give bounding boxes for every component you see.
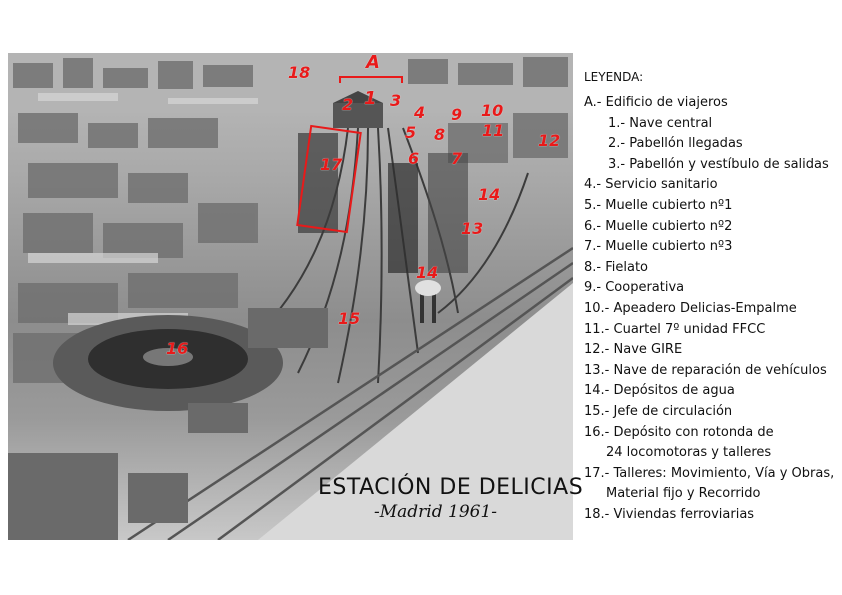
marker-18: 18 — [288, 63, 311, 82]
legend-item: 1.- Nave central — [608, 115, 713, 131]
marker-9: 9 — [451, 105, 463, 124]
caption-title: ESTACIÓN DE DELICIAS — [318, 475, 584, 500]
legend-item: 4.- Servicio sanitario — [584, 177, 718, 193]
marker-13: 13 — [461, 219, 484, 238]
legend: LEYENDA: A.- Edificio de viajeros 1.- Nav… — [584, 70, 834, 525]
legend-item: 10.- Apeadero Delicias-Empalme — [584, 300, 797, 316]
legend-item: 15.- Jefe de circulación — [584, 403, 733, 419]
marker-a: A — [366, 53, 380, 73]
marker-15: 15 — [338, 309, 361, 328]
legend-list: A.- Edificio de viajeros 1.- Nave central… — [584, 93, 834, 525]
legend-item: 2.- Pabellón llegadas — [608, 136, 743, 152]
legend-item: 14.- Depósitos de agua — [584, 383, 735, 399]
legend-title: LEYENDA: — [584, 70, 644, 84]
legend-item: 16.- Depósito con rotonda de — [584, 424, 774, 440]
legend-item: 6.- Muelle cubierto nº2 — [584, 218, 733, 234]
marker-12: 12 — [538, 131, 561, 150]
legend-item: 8.- Fielato — [584, 259, 648, 275]
aerial-photo-drawing — [8, 53, 573, 540]
legend-item: 7.- Muelle cubierto nº3 — [584, 239, 733, 255]
legend-item: 5.- Muelle cubierto nº1 — [584, 197, 733, 213]
legend-item: 9.- Cooperativa — [584, 280, 685, 296]
caption-subtitle: -Madrid 1961- — [374, 502, 498, 522]
marker-17: 17 — [320, 155, 343, 174]
marker-11: 11 — [482, 121, 505, 140]
legend-item: 18.- Viviendas ferroviarias — [584, 506, 755, 522]
marker-5: 5 — [405, 123, 417, 142]
marker-14-upper: 14 — [478, 185, 501, 204]
marker-6: 6 — [408, 149, 420, 168]
marker-14-lower: 14 — [416, 263, 439, 282]
legend-item: Material fijo y Recorrido — [606, 486, 761, 502]
marker-16: 16 — [166, 339, 189, 358]
legend-item: 12.- Nave GIRE — [584, 342, 683, 358]
marker-1: 1 — [364, 88, 377, 109]
legend-item: 17.- Talleres: Movimiento, Vía y Obras, — [584, 465, 835, 481]
legend-item: 3.- Pabellón y vestíbulo de salidas — [608, 156, 829, 172]
marker-10: 10 — [481, 101, 504, 120]
legend-item: 13.- Nave de reparación de vehículos — [584, 362, 827, 378]
marker-3: 3 — [390, 91, 402, 110]
aerial-photo: 18 A 1 2 3 4 5 6 7 8 9 10 11 12 13 14 14… — [8, 53, 573, 540]
marker-4: 4 — [414, 103, 426, 122]
marker-7: 7 — [451, 149, 463, 168]
marker-2: 2 — [342, 95, 354, 114]
marker-8: 8 — [434, 125, 446, 144]
legend-item: A.- Edificio de viajeros — [584, 95, 728, 110]
legend-item: 24 locomotoras y talleres — [606, 445, 772, 461]
legend-item: 11.- Cuartel 7º unidad FFCC — [584, 321, 766, 337]
